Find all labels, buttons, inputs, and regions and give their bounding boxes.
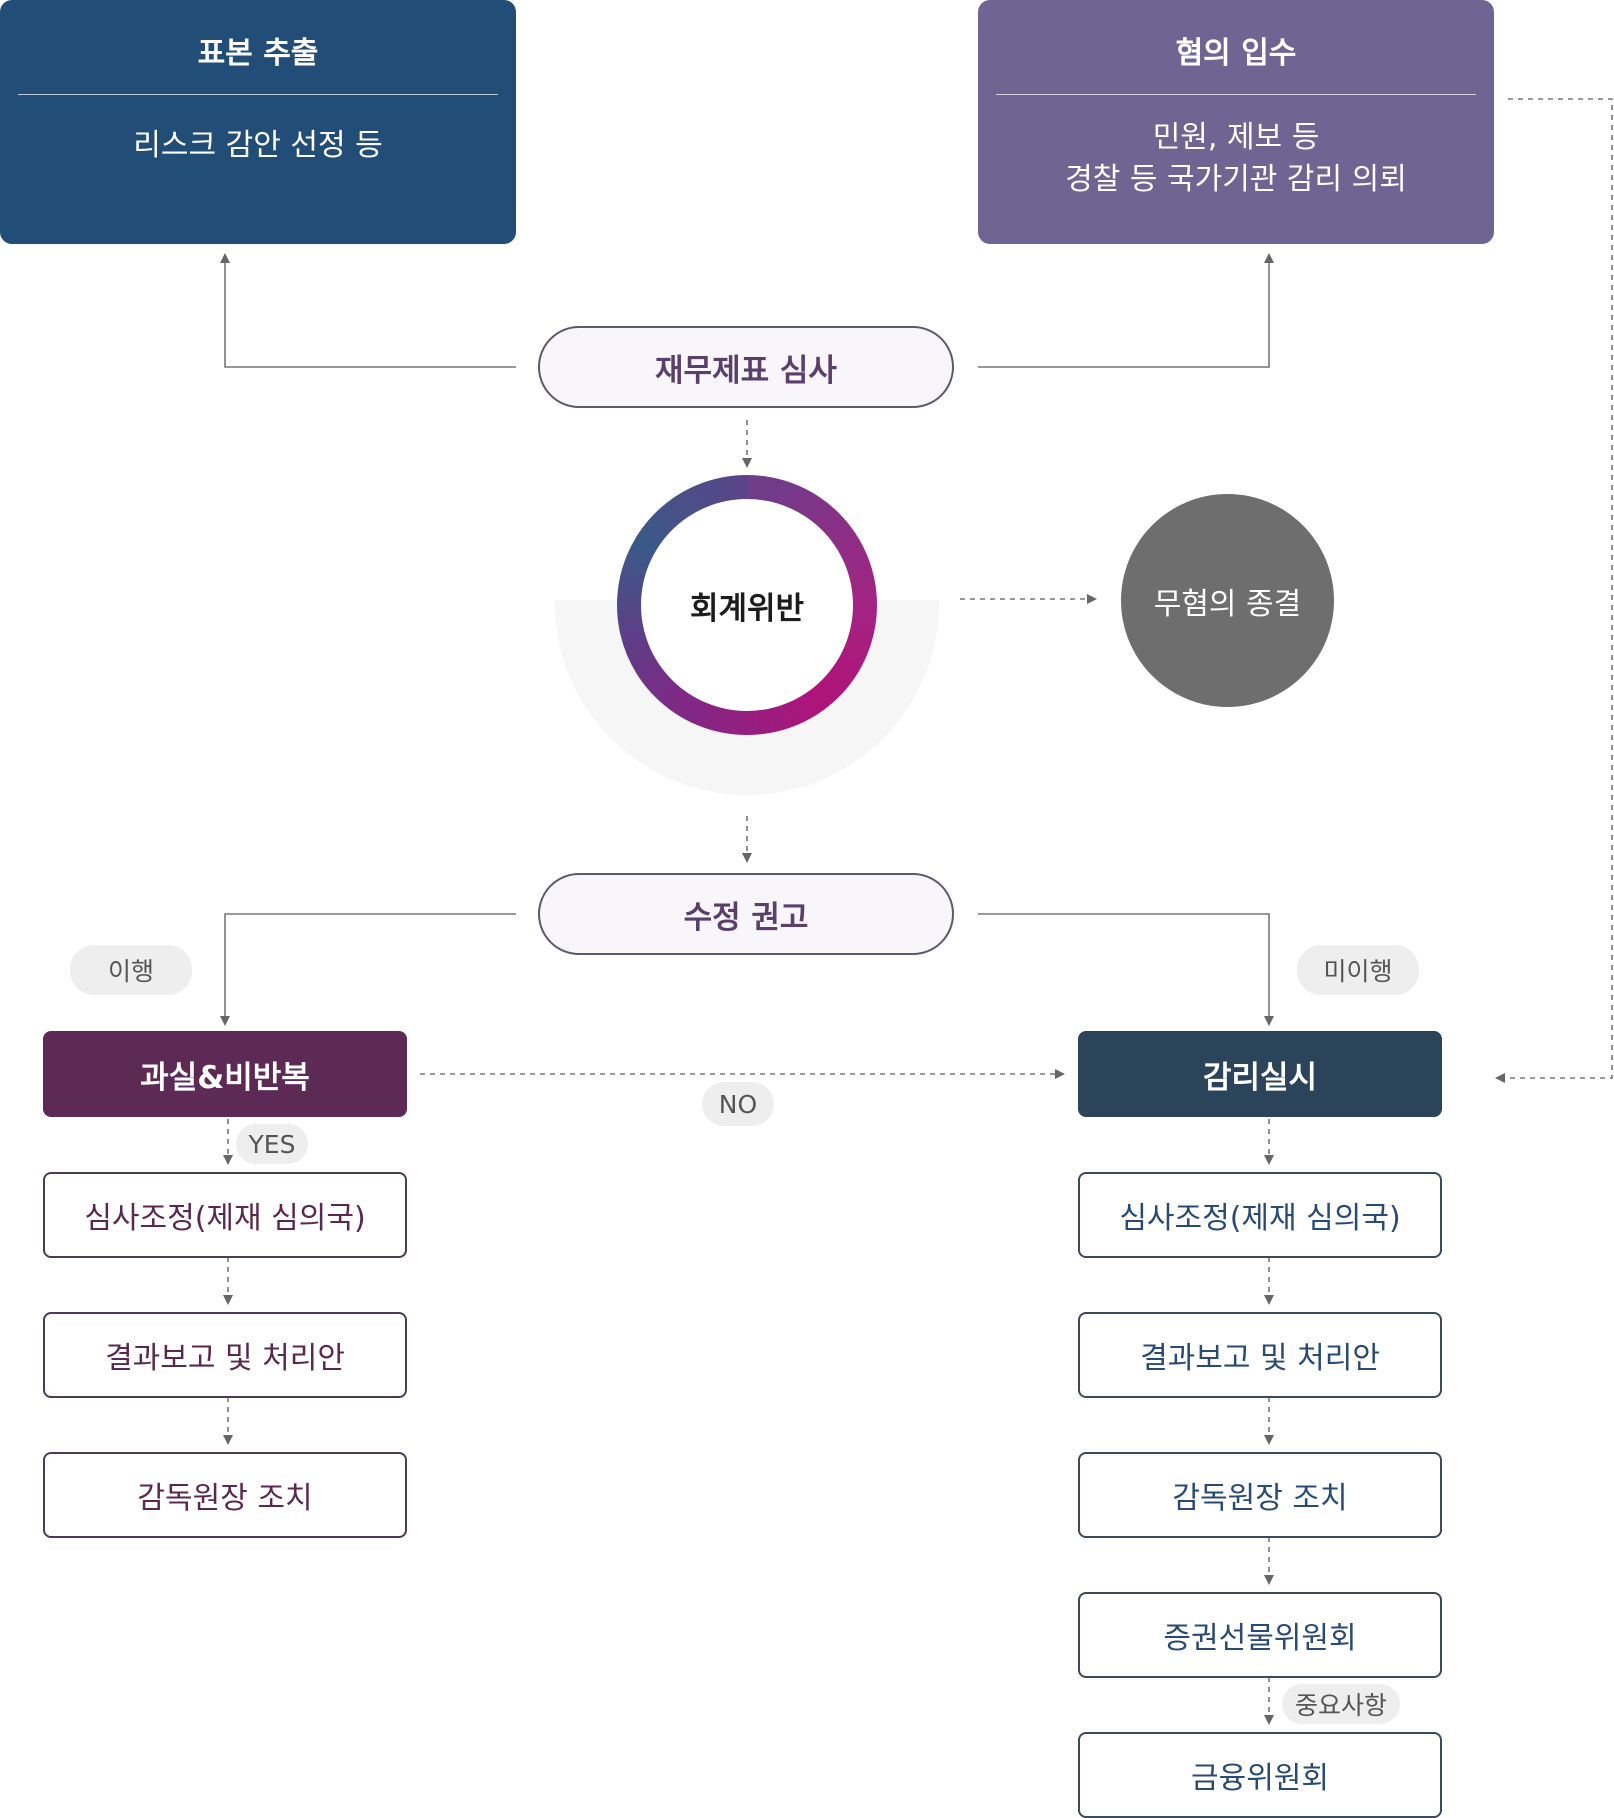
financial-statement-review-pill: 재무제표 심사 (538, 326, 954, 408)
connector-recommend-to-right (978, 913, 1274, 1026)
no-suspicion-closure-circle: 무혐의 종결 (1121, 494, 1334, 707)
accounting-violation-label: 회계위반 (641, 499, 853, 711)
right-step-securities-committee: 증권선물위원회 (1078, 1592, 1442, 1678)
correction-recommendation-pill: 수정 권고 (538, 873, 954, 955)
divider (996, 94, 1476, 95)
connector-review-to-sample (220, 253, 516, 368)
negligence-nonrepeat-head: 과실&비반복 (43, 1031, 407, 1117)
tag-yes: YES (236, 1124, 308, 1164)
tag-no: NO (702, 1082, 774, 1126)
left-step-result-report: 결과보고 및 처리안 (43, 1312, 407, 1398)
connector-recommend-to-left (220, 913, 516, 1026)
audit-conduct-head: 감리실시 (1078, 1031, 1442, 1117)
right-step-governor-action: 감독원장 조치 (1078, 1452, 1442, 1538)
tag-important: 중요사항 (1282, 1684, 1400, 1724)
right-step-result-report: 결과보고 및 처리안 (1078, 1312, 1442, 1398)
sample-extraction-box: 표본 추출 리스크 감안 선정 등 (0, 0, 516, 244)
connector-review-to-suspicion (978, 253, 1274, 368)
left-step-governor-action: 감독원장 조치 (43, 1452, 407, 1538)
suspicion-intake-box: 혐의 입수 민원, 제보 등 경찰 등 국가기관 감리 의뢰 (978, 0, 1494, 244)
sample-extraction-title: 표본 추출 (197, 36, 319, 71)
right-step-review-adjustment: 심사조정(제재 심의국) (1078, 1172, 1442, 1258)
right-step-financial-services-commission: 금융위원회 (1078, 1732, 1442, 1818)
divider (18, 94, 498, 95)
sample-extraction-desc: 리스크 감안 선정 등 (133, 128, 383, 163)
connector-suspicion-to-audit (1495, 98, 1613, 1083)
suspicion-intake-desc: 민원, 제보 등 경찰 등 국가기관 감리 의뢰 (1065, 120, 1407, 197)
tag-comply: 이행 (70, 945, 192, 995)
left-step-review-adjustment: 심사조정(제재 심의국) (43, 1172, 407, 1258)
suspicion-intake-title: 혐의 입수 (1175, 36, 1297, 71)
tag-noncomply: 미이행 (1297, 945, 1419, 995)
